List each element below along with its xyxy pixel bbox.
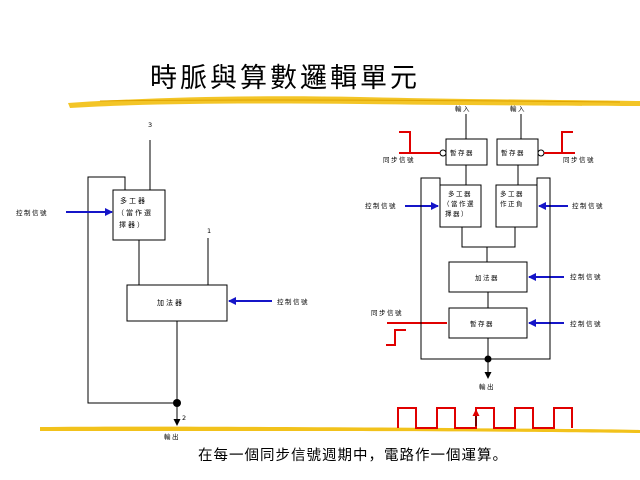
right-sync-right-label: 同步信號	[563, 155, 595, 164]
right-reg-out-box	[448, 307, 528, 339]
right-mux-b-label-2: 作正負	[500, 199, 524, 208]
right-reg-a-label: 暫存器	[450, 148, 474, 157]
title-underline-highlight	[68, 96, 640, 108]
left-marker-2: 2	[182, 414, 188, 422]
right-mux-b-label-1: 多工器	[500, 189, 524, 198]
right-mux-a-label-3: 擇器）	[445, 209, 469, 218]
right-reg-a-clock-bubble	[439, 149, 447, 157]
right-reg-control-label: 控制信號	[570, 319, 602, 328]
left-output-label: 輸出	[164, 432, 180, 441]
right-mux-b-box	[495, 184, 538, 228]
left-junction-dot	[173, 399, 181, 407]
right-mux-b-control-label: 控制信號	[572, 201, 604, 210]
left-mux-control-label: 控制信號	[16, 208, 48, 217]
slide-title: 時脈與算數邏輯單元	[150, 63, 420, 94]
right-reg-b-clock-bubble	[537, 149, 545, 157]
left-mux-label-1: 多工器	[120, 196, 147, 205]
right-mux-a-box	[439, 184, 482, 228]
left-marker-3: 3	[148, 121, 154, 129]
right-sync-bottom-wave	[386, 329, 406, 346]
right-adder-box	[448, 261, 528, 293]
right-mux-a-control-label: 控制信號	[365, 201, 397, 210]
right-junction-dot	[484, 355, 492, 363]
right-input-a-label: 輸入	[455, 104, 471, 113]
bottom-highlight	[40, 426, 640, 433]
clock-waveform	[397, 407, 573, 429]
right-reg-b-label: 暫存器	[501, 148, 525, 157]
right-input-b-label: 輸入	[510, 104, 526, 113]
right-sync-bottom-label: 同步信號	[371, 308, 403, 317]
left-mux-label-3: 擇器）	[119, 220, 146, 229]
right-sync-right-wave	[544, 131, 575, 154]
slide-caption: 在每一個同步信號週期中，電路作一個運算。	[198, 448, 508, 464]
right-sync-left-label: 同步信號	[383, 155, 415, 164]
left-mux-label-2: （當作選	[117, 208, 153, 217]
right-reg-out-label: 暫存器	[470, 319, 494, 328]
right-sync-left-wave	[399, 131, 440, 154]
left-feedback-wire	[87, 176, 177, 404]
right-mux-a-label-1: 多工器	[448, 189, 472, 198]
right-circuit: 輸入 輸入 暫存器 暫存器 同步信號 同步信號 多工器 （當作選 擇器） 多工器…	[365, 104, 604, 429]
right-adder-label: 加法器	[475, 273, 499, 282]
right-adder-control-label: 控制信號	[570, 272, 602, 281]
left-circuit: 3 多工器 （當作選 擇器） 1 加法器 2 輸出 控制信號 控制信號	[16, 121, 309, 441]
right-mux-a-label-2: （當作選	[443, 199, 475, 208]
right-output-label: 輸出	[479, 382, 495, 391]
right-feedback-wire	[420, 177, 551, 360]
left-adder-control-label: 控制信號	[277, 297, 309, 306]
left-marker-1: 1	[207, 227, 213, 235]
left-adder-label: 加法器	[157, 298, 184, 307]
right-mux-merge-wire	[461, 227, 516, 262]
